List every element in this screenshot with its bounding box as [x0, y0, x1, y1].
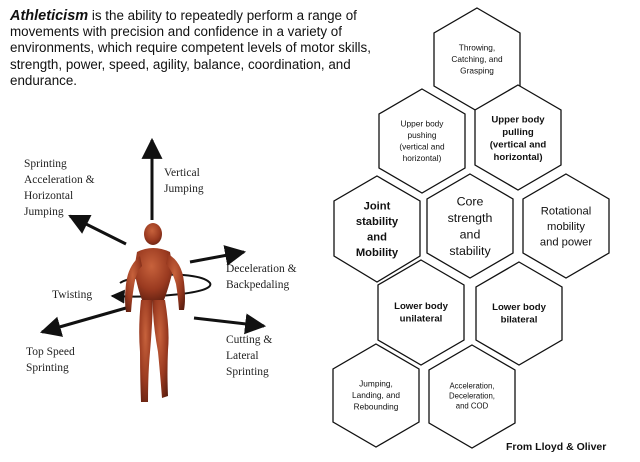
- hex-label-line: Core: [457, 195, 484, 209]
- hex-label-line: Landing, and: [352, 390, 400, 400]
- hex-lower-bi: [475, 261, 563, 366]
- hex-label-lower-uni: Lower body unilateral: [394, 301, 448, 325]
- hex-label-line: mobility: [547, 221, 585, 233]
- hex-label-line: stability: [449, 244, 491, 258]
- hex-label-line: Catching, and: [451, 54, 503, 64]
- label-line: Jumping: [164, 183, 204, 195]
- hex-label-line: Throwing,: [459, 42, 495, 52]
- hex-label-line: Upper body: [491, 115, 545, 126]
- hex-rotational: [522, 173, 610, 279]
- hex-jumping: [332, 343, 420, 448]
- arrow-cutting: [193, 313, 267, 335]
- label-decel: Deceleration & Backpedaling: [226, 263, 299, 291]
- label-line: Horizontal: [24, 190, 73, 202]
- hex-label-line: unilateral: [400, 314, 443, 325]
- figure-right-leg: [153, 300, 169, 398]
- hex-label-line: horizontal): [493, 152, 542, 163]
- hex-label-line: Mobility: [356, 247, 399, 259]
- hex-label-line: Lower body: [492, 302, 546, 313]
- hex-label-line: Joint: [364, 201, 391, 213]
- arrow-decel: [189, 245, 247, 266]
- hex-label-core: Core strength and stability: [448, 195, 493, 259]
- hex-lower-uni: [377, 259, 465, 366]
- hexagon-grid: [332, 7, 610, 449]
- athleticism-term: Athleticism: [10, 8, 89, 24]
- hex-label-line: Rotational: [541, 205, 591, 217]
- arrow-top-speed: [39, 306, 127, 337]
- hex-label-line: Acceleration,: [449, 382, 494, 391]
- hex-upper-push: [378, 88, 466, 194]
- label-line: Top Speed: [26, 346, 75, 358]
- label-line: Lateral: [226, 350, 259, 362]
- label-sprint-accel: Sprinting Acceleration & Horizontal Jump…: [24, 158, 97, 218]
- label-line: Cutting &: [226, 334, 272, 346]
- arrow-sprint-accel: [68, 214, 127, 246]
- figure-torso: [134, 248, 173, 300]
- hex-upper-pull: [474, 84, 562, 191]
- label-cutting: Cutting & Lateral Sprinting: [226, 334, 275, 378]
- hex-label-line: (vertical and: [490, 140, 547, 151]
- hex-label-line: Grasping: [460, 65, 494, 75]
- intro-paragraph: Athleticism is the ability to repeatedly…: [10, 8, 410, 89]
- hex-label-line: stability: [356, 216, 399, 228]
- hex-label-line: pushing: [407, 130, 436, 140]
- hex-label-line: Jumping,: [359, 378, 393, 388]
- hex-label-rotational: Rotational mobility and power: [540, 205, 593, 248]
- label-line: Vertical: [164, 167, 200, 179]
- hex-label-line: horizontal): [403, 153, 442, 163]
- figure-left-arm: [125, 256, 142, 312]
- figure-left-leg: [139, 300, 153, 402]
- label-line: Sprinting: [26, 362, 69, 374]
- hex-label-line: bilateral: [501, 315, 538, 326]
- hex-label-line: and COD: [456, 402, 489, 411]
- label-vertical: Vertical Jumping: [164, 167, 204, 195]
- hex-label-line: pulling: [502, 127, 534, 138]
- hex-label-line: Rebounding: [354, 401, 399, 411]
- label-top-speed: Top Speed Sprinting: [26, 346, 78, 374]
- hex-joint: [333, 175, 421, 283]
- label-twisting: Twisting: [52, 289, 92, 301]
- muscle-figure: [125, 223, 185, 402]
- source-credit: From Lloyd & Oliver: [506, 441, 607, 453]
- label-line: Acceleration &: [24, 174, 95, 186]
- figure-right-arm: [166, 254, 185, 310]
- hex-label-line: strength: [448, 211, 493, 225]
- hex-label-line: Upper body: [401, 119, 445, 129]
- label-line: Sprinting: [24, 158, 67, 170]
- label-line: Deceleration &: [226, 263, 297, 275]
- hex-accel: [428, 344, 516, 449]
- hex-label-line: Deceleration,: [449, 392, 495, 401]
- athleticism-definition: is the ability to repeatedly perform a r…: [10, 8, 371, 88]
- hex-core: [426, 173, 514, 279]
- hex-label-line: and power: [540, 236, 593, 248]
- label-line: Twisting: [52, 289, 92, 301]
- hex-label-line: and: [367, 232, 387, 244]
- direction-arrows: [39, 137, 267, 337]
- figure-head: [144, 223, 162, 245]
- label-line: Backpedaling: [226, 279, 289, 291]
- hex-label-line: (vertical and: [399, 142, 445, 152]
- label-line: Jumping: [24, 206, 64, 218]
- hex-label-lower-bi: Lower body bilateral: [492, 302, 546, 326]
- label-line: Sprinting: [226, 366, 269, 378]
- hex-label-accel: Acceleration,Deceleration,and COD: [449, 382, 495, 411]
- hex-label-line: and: [460, 228, 481, 242]
- direction-labels: Sprinting Acceleration & Horizontal Jump…: [24, 158, 299, 378]
- hex-label-line: Lower body: [394, 301, 448, 312]
